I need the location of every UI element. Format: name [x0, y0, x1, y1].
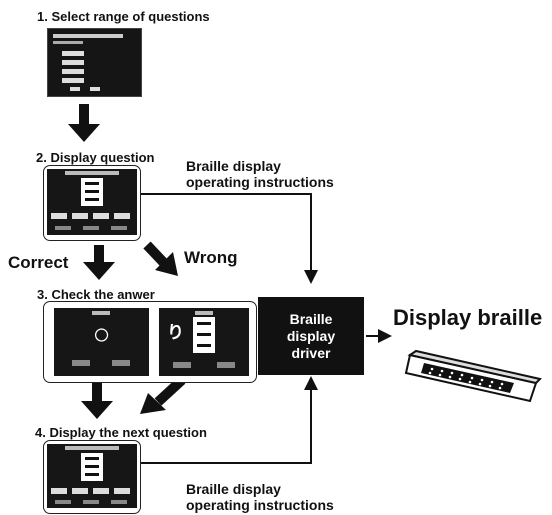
- step-2-title: 2. Display question: [36, 150, 155, 165]
- top-note-line2: operating instructions: [186, 174, 334, 190]
- braille-cell-icon: [81, 178, 103, 206]
- correct-label: Correct: [8, 253, 69, 272]
- arrow-wrong: [143, 241, 178, 276]
- display-question-frame: [43, 165, 141, 241]
- arrow-select-to-display: [68, 104, 100, 142]
- bottom-note-line2: operating instructions: [186, 497, 334, 513]
- step-1-title: 1. Select range of questions: [37, 9, 210, 24]
- top-note-line1: Braille display: [186, 158, 281, 174]
- braille-device-icon: [402, 343, 544, 405]
- braille-cell-icon: [81, 453, 103, 481]
- next-question-frame: [43, 440, 141, 514]
- driver-line2: display: [286, 327, 336, 344]
- line-top-instructions: [141, 193, 318, 284]
- step-3-title: 3. Check the anwer: [37, 287, 155, 302]
- line-bottom-instructions: [141, 376, 318, 464]
- arrow-driver-to-braille: [366, 329, 392, 343]
- select-range-screen: [47, 28, 142, 97]
- check-answer-frame: ○ り: [43, 301, 257, 383]
- wrong-label: Wrong: [184, 248, 238, 267]
- display-question-screen: [47, 169, 137, 235]
- braille-display-driver: Braille display driver: [258, 297, 364, 375]
- display-braille-label: Display braille: [393, 305, 543, 330]
- driver-line1: Braille: [289, 310, 333, 327]
- correct-screen: ○: [54, 308, 149, 376]
- arrow-wrong-to-next: [140, 376, 186, 414]
- correct-mark: ○: [92, 318, 111, 351]
- wrong-kana: り: [167, 323, 184, 342]
- arrow-correct: [83, 245, 115, 280]
- step-4-title: 4. Display the next question: [35, 425, 207, 440]
- braille-cell-icon: [193, 317, 215, 353]
- bottom-note-line1: Braille display: [186, 481, 281, 497]
- arrow-check-to-next: [81, 382, 113, 419]
- next-question-screen: [47, 444, 137, 508]
- top-instructions-note: Braille display operating instructions: [186, 158, 334, 190]
- driver-line3: driver: [291, 344, 331, 361]
- wrong-screen: り: [159, 308, 249, 376]
- bottom-instructions-note: Braille display operating instructions: [186, 481, 334, 513]
